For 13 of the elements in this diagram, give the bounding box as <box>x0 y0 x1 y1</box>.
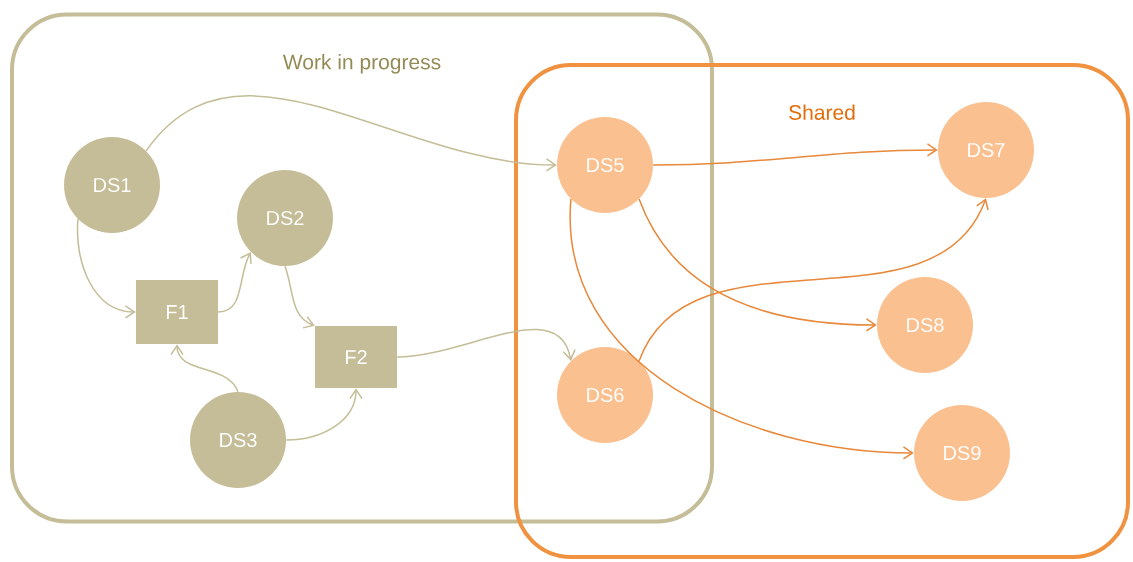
arrow <box>284 265 315 329</box>
function-box: F2 <box>315 326 397 388</box>
arrow <box>76 218 136 319</box>
arrow <box>145 95 557 172</box>
arrow <box>170 344 239 393</box>
arrow <box>285 388 363 441</box>
arrow <box>217 252 252 313</box>
function-box: F1 <box>136 280 218 344</box>
arrow <box>638 198 989 362</box>
arrow <box>570 198 914 460</box>
arrow <box>396 328 576 361</box>
arrow <box>652 143 938 166</box>
arrow <box>638 198 877 332</box>
